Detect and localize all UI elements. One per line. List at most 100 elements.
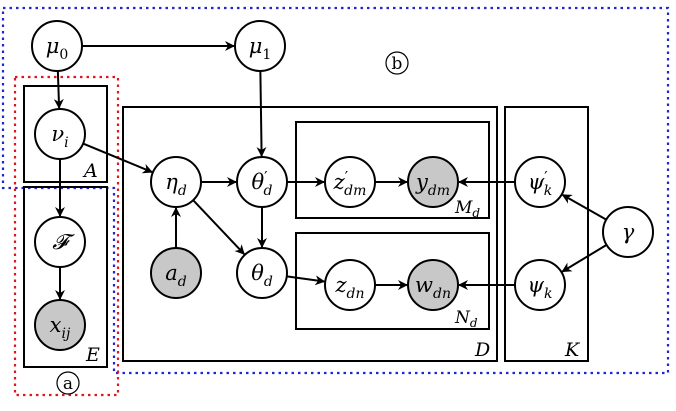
node-w-subscript: dn xyxy=(433,286,451,302)
plate-Nd-label: Nd xyxy=(454,308,478,330)
node-y-symbol: y xyxy=(415,170,429,194)
node-nu-label: νi xyxy=(51,122,68,151)
node-zp: z′dm xyxy=(324,156,376,208)
node-zp-circle xyxy=(324,156,376,208)
node-z-subscript: dn xyxy=(347,286,365,302)
plate-A xyxy=(23,85,108,183)
node-nu-symbol: ν xyxy=(51,122,64,146)
plate-Nd-label-sub: d xyxy=(470,316,478,330)
node-eta-label: ηd xyxy=(165,170,187,199)
node-a: ad xyxy=(150,247,202,299)
edge-theta-to-z xyxy=(286,275,326,286)
node-nu-circle xyxy=(34,108,86,160)
node-zp-prime: ′ xyxy=(345,168,349,186)
node-zp-symbol: z xyxy=(333,170,346,194)
plate-Md-label-base: M xyxy=(454,198,473,218)
node-x-symbol: x xyxy=(50,313,62,337)
node-a-label: ad xyxy=(165,261,187,290)
region-a-label: a xyxy=(63,374,73,394)
node-mu0-circle xyxy=(31,20,83,72)
node-F: 𝓕 xyxy=(34,216,86,268)
plate-K-label: K xyxy=(564,339,581,361)
node-psip-circle xyxy=(514,156,566,208)
node-zp-subscript: dm xyxy=(344,183,366,199)
node-psip: ψ′k xyxy=(514,156,566,208)
plate-Md-label-sub: d xyxy=(472,206,480,220)
node-a-symbol: a xyxy=(165,261,178,285)
node-psip-symbol: ψ xyxy=(528,170,545,194)
plate-E xyxy=(23,186,108,368)
node-thetap: θ′d xyxy=(236,156,288,208)
plate-D-label: D xyxy=(474,339,490,361)
node-thetap-label: θ′d xyxy=(251,168,272,199)
node-thetap-symbol: θ xyxy=(251,170,264,194)
node-psi-circle xyxy=(514,259,566,311)
node-thetap-subscript: d xyxy=(264,183,273,199)
edge-mu0-to-nu xyxy=(53,70,64,110)
node-F-circle xyxy=(34,216,86,268)
node-mu1-circle xyxy=(234,20,286,72)
plate-A-label: A xyxy=(82,160,98,182)
node-theta-circle xyxy=(236,247,288,299)
node-gamma: γ xyxy=(602,206,654,258)
node-nu: νi xyxy=(34,108,86,160)
edge-gamma-to-psip xyxy=(561,193,607,221)
region-a-boundary xyxy=(13,75,120,397)
node-psi-symbol: ψ xyxy=(528,273,545,297)
node-zp-label: z′dm xyxy=(333,168,367,199)
edge-eta-to-theta xyxy=(192,199,245,255)
edges-layer xyxy=(53,41,608,300)
node-z-symbol: z xyxy=(334,273,347,297)
node-gamma-label: γ xyxy=(622,220,635,244)
plate-D xyxy=(122,106,498,362)
node-w-symbol: w xyxy=(415,273,433,297)
node-theta-label: θd xyxy=(251,261,273,290)
node-a-circle xyxy=(150,247,202,299)
region-b-label: b xyxy=(392,54,403,74)
node-z-circle xyxy=(324,259,376,311)
node-x-circle xyxy=(34,299,86,351)
node-mu1: μ1 xyxy=(234,20,286,72)
node-mu0-subscript: 0 xyxy=(59,47,68,63)
node-y-subscript: dm xyxy=(428,183,450,199)
node-psi: ψk xyxy=(514,259,566,311)
node-w-label: wdn xyxy=(415,273,451,302)
node-psi-subscript: k xyxy=(544,286,552,302)
plate-E-label: E xyxy=(85,344,100,366)
node-gamma-symbol: γ xyxy=(622,220,635,244)
node-w: wdn xyxy=(407,259,459,311)
edge-mu1-to-thetap xyxy=(256,70,267,158)
plate-Md xyxy=(295,121,490,219)
node-x-subscript: ij xyxy=(62,326,71,342)
node-psip-prime: ′ xyxy=(544,168,548,186)
node-eta-circle xyxy=(150,156,202,208)
node-psip-label: ψ′k xyxy=(528,168,552,199)
edge-nu-to-eta xyxy=(82,142,153,174)
node-mu0-symbol: μ xyxy=(46,34,60,58)
node-a-subscript: d xyxy=(178,274,187,290)
plate-Nd xyxy=(295,232,490,330)
plate-Md-label: Md xyxy=(454,198,480,220)
node-theta: θd xyxy=(236,247,288,299)
node-x: xij xyxy=(34,299,86,351)
node-eta-subscript: d xyxy=(178,183,187,199)
node-y: ydm xyxy=(407,156,459,208)
node-nu-subscript: i xyxy=(64,135,68,151)
node-thetap-prime: ′ xyxy=(264,168,268,186)
node-y-label: ydm xyxy=(415,170,450,199)
node-z-label: zdn xyxy=(334,273,364,302)
node-theta-symbol: θ xyxy=(251,261,264,285)
plate-Nd-label-base: N xyxy=(454,308,471,328)
node-thetap-circle xyxy=(236,156,288,208)
node-mu1-label: μ1 xyxy=(249,34,272,63)
node-x-label: xij xyxy=(50,313,71,342)
node-mu0-label: μ0 xyxy=(46,34,69,63)
node-w-circle xyxy=(407,259,459,311)
node-eta-symbol: η xyxy=(165,170,178,194)
node-eta: ηd xyxy=(150,156,202,208)
node-gamma-circle xyxy=(602,206,654,258)
node-mu1-symbol: μ xyxy=(249,34,263,58)
